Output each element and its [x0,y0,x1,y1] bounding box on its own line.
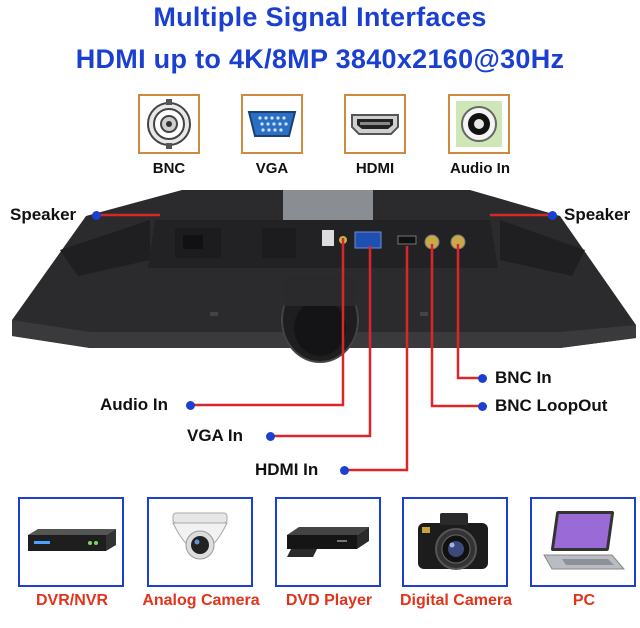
port-label-hdmi: HDMI [355,160,395,177]
hdmi-connector-icon [344,94,406,154]
device-label-analog-camera: Analog Camera [142,592,260,609]
digital-camera-icon [402,497,508,587]
dvr-nvr-icon [18,497,124,587]
port-label-vga: VGA [255,160,289,177]
device-label-digital-camera: Digital Camera [399,592,513,609]
device-label-dvd-player: DVD Player [285,592,373,609]
bnc-loopout-label: BNC LoopOut [495,396,608,415]
port-label-audio-in: Audio In [450,160,510,177]
speaker-left-label: Speaker [10,205,77,224]
vga-in-dot [266,432,275,441]
bnc-loopout-dot [478,402,487,411]
page-title: Multiple Signal Interfaces [153,2,487,32]
audio-in-dot [186,401,195,410]
hdmi-in-dot [340,466,349,475]
device-label-pc: PC [572,592,596,609]
monitor-rear-panel [12,190,636,363]
page-subtitle: HDMI up to 4K/8MP 3840x2160@30Hz [75,44,565,74]
speaker-left-dot [92,211,101,220]
port-label-bnc: BNC [152,160,186,177]
hdmi-in-label: HDMI In [255,460,319,479]
audio-in-label: Audio In [100,395,168,414]
device-label-dvr-nvr: DVR/NVR [35,592,108,609]
dvd-player-icon [275,497,381,587]
dome-camera-icon [147,497,253,587]
bnc-in-label: BNC In [495,368,552,387]
bnc-connector-icon [138,94,200,154]
speaker-right-dot [548,211,557,220]
vga-in-label: VGA In [187,426,244,445]
bnc-in-dot [478,374,487,383]
audio-jack-icon [448,94,510,154]
speaker-right-label: Speaker [564,205,631,224]
laptop-icon [530,497,636,587]
vga-connector-icon [241,94,303,154]
